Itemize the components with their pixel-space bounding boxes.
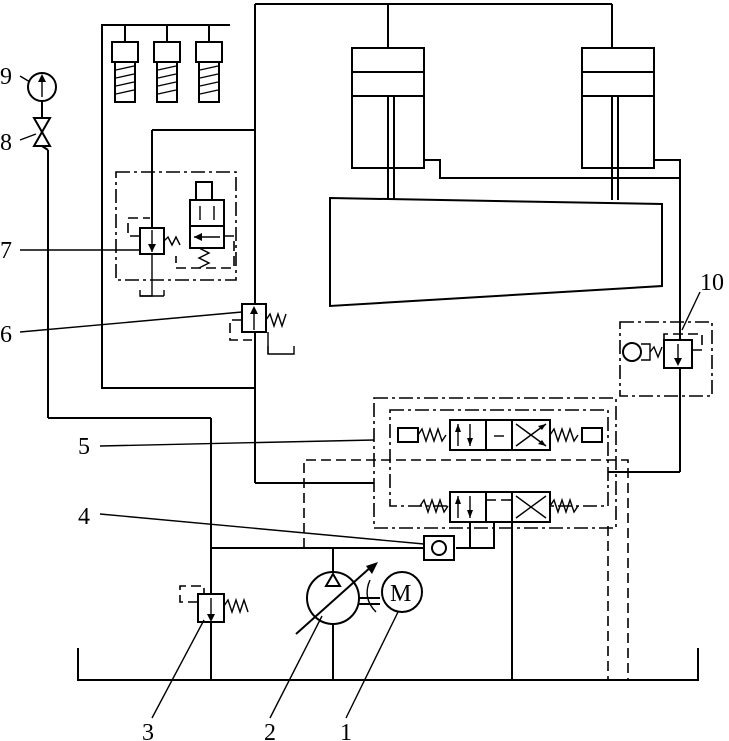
hydraulic-cylinder-left: [351, 47, 425, 200]
label-3: 3: [142, 720, 154, 741]
directional-valve-upper: [397, 419, 603, 451]
check-valve: [423, 535, 455, 561]
label-1: 1: [340, 720, 352, 741]
label-10: 10: [700, 270, 724, 296]
label-8: 8: [0, 130, 12, 156]
accumulator-2: [153, 25, 181, 103]
motor-letter: M: [390, 581, 411, 607]
variable-pump: [295, 562, 380, 635]
part-labels: 1 2 3 4 5 6 7 8 9 10: [0, 64, 724, 741]
electric-motor: M: [366, 571, 423, 613]
hydraulic-cylinder-right: [581, 47, 655, 200]
accumulator-1: [111, 25, 139, 103]
press-beam: [329, 196, 663, 308]
shutoff-valve: [32, 117, 52, 151]
directional-valve-group-5: [373, 397, 617, 529]
tank-return-lines: [303, 459, 629, 680]
valve-10-assembly: [619, 321, 713, 397]
accumulator-bank: [111, 25, 223, 103]
pressure-gauge: [27, 72, 57, 118]
label-9: 9: [0, 64, 12, 90]
relief-valve-7-assembly: [115, 171, 237, 297]
relief-valve-3: [179, 585, 249, 623]
label-4: 4: [78, 504, 90, 530]
label-7: 7: [0, 238, 12, 264]
label-5: 5: [78, 434, 90, 460]
label-2: 2: [264, 720, 276, 741]
leader-lines: [19, 75, 701, 719]
label-6: 6: [0, 322, 12, 348]
directional-valve-lower: [419, 491, 579, 523]
tank: [77, 648, 699, 681]
accumulator-3: [195, 25, 223, 103]
relief-valve-6: [229, 303, 295, 355]
